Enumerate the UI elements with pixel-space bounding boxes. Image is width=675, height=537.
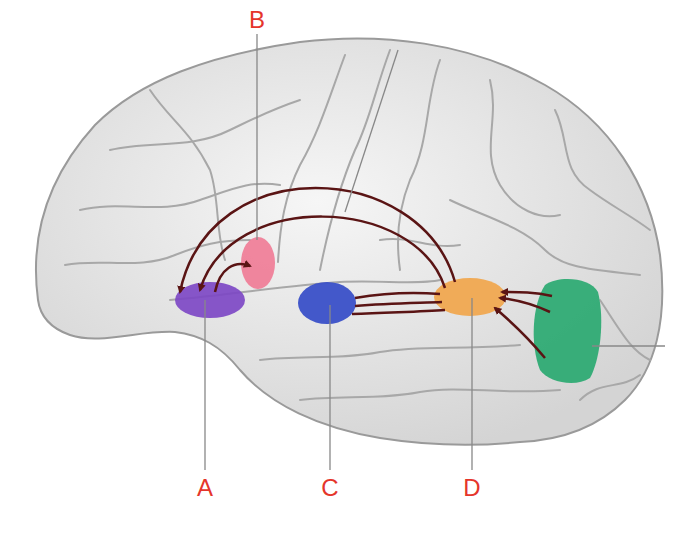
purple-region — [175, 282, 245, 318]
leader-lines — [205, 34, 665, 470]
pathway-arrows — [180, 188, 552, 358]
callout-letter: A — [197, 475, 213, 501]
blue-region — [298, 282, 356, 324]
pink-region — [241, 237, 275, 289]
gyri-lines — [65, 50, 650, 400]
callout-letter: C — [321, 475, 338, 501]
callout-letter: B — [249, 7, 265, 33]
callout-letter: D — [463, 475, 480, 501]
brain-outline — [36, 38, 662, 444]
